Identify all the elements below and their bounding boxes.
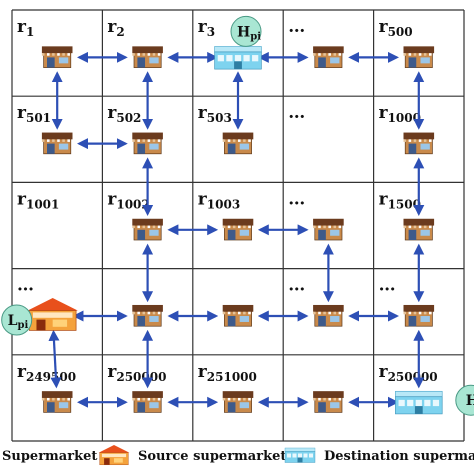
legend-source-icon	[98, 445, 130, 466]
connection-arrow	[48, 329, 62, 389]
region-label: r1002	[107, 189, 149, 211]
region-label: r500	[379, 17, 413, 39]
region-label: r250000	[379, 362, 438, 384]
region-label: r501	[17, 103, 51, 125]
legend-destination-label: Destination supermarket	[324, 449, 474, 464]
supermarket-icon	[403, 218, 435, 241]
supermarket-icon	[313, 218, 344, 241]
marker-l: Lpi	[1, 304, 33, 336]
svg-text:Hpi: Hpi	[237, 24, 261, 42]
region-labels: r1 r2 r3 … r500 r501 r502 r503 … r1000 r1001 r1002 r…	[17, 17, 438, 384]
region-label: …	[379, 276, 396, 296]
region-label: …	[17, 276, 34, 296]
region-label: r3	[198, 17, 215, 39]
region-label: r1001	[17, 189, 59, 211]
links	[48, 51, 425, 408]
marker-h: Hpi	[230, 15, 262, 47]
region-label: r502	[107, 103, 141, 125]
region-label: …	[288, 276, 305, 296]
region-label: r1000	[379, 103, 421, 125]
region-label: …	[288, 103, 305, 123]
supermarket-icon	[313, 46, 344, 68]
legend-destination-icon	[284, 447, 316, 463]
supermarket-icon	[222, 132, 254, 155]
supermarket-icon	[403, 132, 435, 155]
region-label: r1500	[379, 189, 421, 211]
svg-text:H: H	[466, 393, 474, 409]
destination-supermarket-icon	[214, 46, 262, 70]
supermarket-icon	[132, 391, 163, 413]
source-supermarket-icon	[27, 298, 78, 331]
supermarket-icon	[41, 46, 73, 68]
supermarket-icon	[403, 46, 435, 68]
supermarket-icon	[132, 132, 163, 155]
marker-h2: H	[455, 384, 474, 416]
supermarket-icon	[403, 304, 435, 327]
region-label: …	[288, 189, 305, 209]
region-label: r249500	[17, 362, 76, 384]
supermarket-icon	[313, 391, 344, 413]
region-label: r503	[198, 103, 232, 125]
supermarket-icon	[222, 391, 254, 413]
grid	[11, 9, 465, 442]
region-label: r251000	[198, 362, 257, 384]
supermarket-icon	[132, 304, 163, 327]
supermarket-icon	[222, 304, 254, 327]
legend: Supermarket Source supermarket Destinati…	[2, 445, 474, 466]
supermarket-icon	[222, 218, 254, 241]
stores	[27, 46, 443, 415]
legend-source-label: Source supermarket	[138, 449, 286, 464]
region-label: r250000	[107, 362, 166, 384]
region-label: r1	[17, 17, 34, 39]
supermarket-icon	[41, 391, 73, 413]
supermarket-icon	[313, 304, 344, 327]
destination-supermarket-icon	[395, 390, 443, 415]
region-label: r2	[107, 17, 124, 39]
svg-text:Lpi: Lpi	[8, 313, 29, 331]
supermarket-icon	[132, 218, 163, 241]
region-label: …	[288, 17, 305, 37]
region-label: r1003	[198, 189, 240, 211]
legend-store-label: Supermarket	[2, 449, 97, 464]
supermarket-icon	[41, 132, 73, 155]
supermarket-icon	[132, 46, 163, 68]
